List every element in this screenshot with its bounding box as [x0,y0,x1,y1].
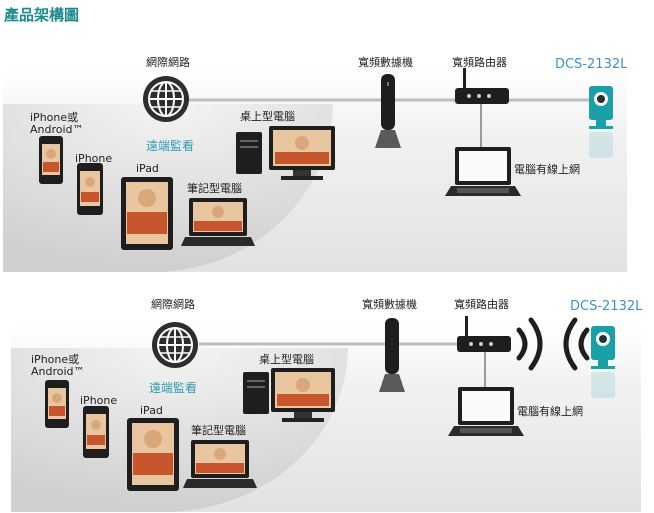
remote-monitor-label: 遠端監看 [149,381,198,395]
laptop-icon-wired-pc [448,387,524,436]
internet-label: 網際網路 [151,298,195,311]
wired-pc-label: 電腦有線上網 [517,405,583,418]
diagram-wireless: 網際網路 遠端監看 寬頻數據機 寬頻路由器 DCS-2132L 電腦有線上網 i… [3,272,654,512]
modem-label: 寬頻數據機 [362,298,417,311]
ipad-label: iPad [136,162,159,175]
desktop-icon [243,368,335,422]
desktop-label: 桌上型電腦 [259,353,314,366]
iphone-label: iPhone [80,394,118,407]
iphone-label: iPhone [75,152,113,165]
laptop-icon-wired-pc [445,147,521,196]
laptop-icon-notebook [181,198,255,246]
desktop-label: 桌上型電腦 [240,110,295,123]
globe-icon [152,322,198,368]
camera-icon [589,86,613,158]
wireless-signal-icon [516,317,590,371]
router-icon [457,316,511,352]
smartphone-icon-android [45,380,69,428]
remote-monitor-label: 遠端監看 [146,139,195,153]
camera-model-label: DCS-2132L [555,57,627,72]
notebook-label: 筆記型電腦 [191,424,246,437]
iphone-android-label: iPhone或 Android™ [31,353,85,378]
camera-icon [591,326,615,398]
modem-label: 寬頻數據機 [358,56,413,69]
smartphone-icon-iphone [83,406,109,458]
router-label: 寬頻路由器 [452,56,507,69]
tablet-icon-ipad [121,177,173,250]
desktop-icon [236,126,335,180]
diagram-wired: 網際網路 遠端監看 寬頻數據機 寬頻路由器 DCS-2132L 電腦有線上網 i… [3,26,627,272]
diagram-wired-graphic [3,66,627,272]
iphone-android-label: iPhone或 Android™ [30,111,84,136]
modem-icon [375,74,401,148]
internet-label: 網際網路 [146,56,190,69]
smartphone-icon-android [39,136,63,184]
page-title: 產品架構圖 [4,6,80,24]
notebook-label: 筆記型電腦 [187,182,242,195]
globe-icon [143,76,189,122]
modem-icon [379,318,405,392]
smartphone-icon-iphone [77,163,103,215]
diagram-wireless-graphic [11,316,641,512]
camera-model-label: DCS-2132L [570,299,643,314]
wired-pc-label: 電腦有線上網 [514,163,580,176]
laptop-icon-notebook [183,440,257,488]
ipad-label: iPad [140,404,163,417]
tablet-icon-ipad [127,418,179,491]
router-icon [455,68,509,104]
router-label: 寬頻路由器 [454,298,509,311]
